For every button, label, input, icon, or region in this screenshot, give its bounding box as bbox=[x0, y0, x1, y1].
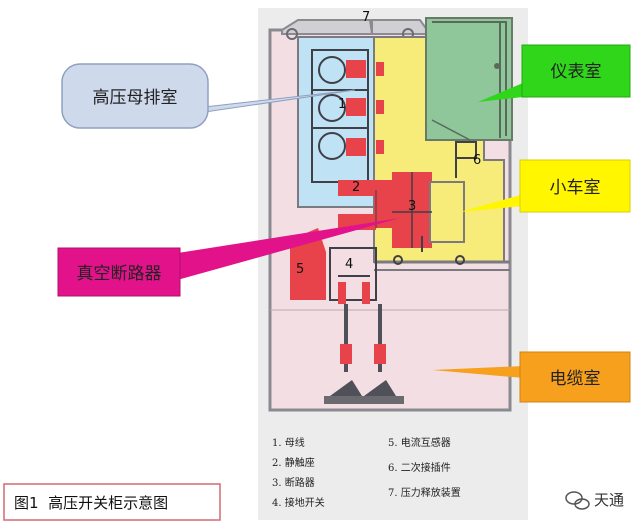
callout-trolley-room bbox=[519, 159, 631, 213]
callout-vacuum-breaker bbox=[57, 247, 181, 297]
legend-item-4: 4. 接地开关 bbox=[272, 496, 325, 509]
cable-clamp-left bbox=[330, 380, 362, 396]
callout-pointer-trolley bbox=[460, 194, 524, 212]
busbar-insulator-2 bbox=[318, 94, 346, 122]
legend-item-6: 6. 二次接插件 bbox=[388, 461, 451, 474]
callout-cable-room bbox=[519, 351, 631, 403]
callout-instrument-room bbox=[521, 44, 631, 98]
earthing-switch bbox=[329, 247, 377, 301]
lid-hinge-left bbox=[286, 28, 298, 40]
caption-box bbox=[3, 483, 221, 521]
callout-busbar-room-label: 高压母排室 bbox=[93, 88, 178, 108]
watermark-text: 天通 bbox=[594, 491, 624, 509]
busbar-2 bbox=[346, 98, 366, 116]
part-number-5: 5 bbox=[296, 262, 304, 277]
figure-caption: 图1 高压开关柜示意图 bbox=[14, 494, 168, 512]
legend-item-7: 7. 压力释放装置 bbox=[388, 486, 461, 499]
busbar-insulator-3 bbox=[318, 132, 346, 160]
legend-item-5: 5. 电流互感器 bbox=[388, 436, 451, 449]
legend-item-2: 2. 静触座 bbox=[272, 456, 315, 469]
busbar-insulator-1 bbox=[318, 56, 346, 84]
part-number-6: 6 bbox=[473, 153, 481, 168]
part-number-7: 7 bbox=[362, 10, 370, 25]
callout-pointer-breaker bbox=[165, 218, 400, 282]
busbar-1 bbox=[346, 60, 366, 78]
part-number-3: 3 bbox=[408, 199, 416, 214]
callout-vacuum-breaker-label: 真空断路器 bbox=[77, 264, 162, 284]
legend-item-3: 3. 断路器 bbox=[272, 476, 315, 489]
callout-pointer-instrument bbox=[478, 80, 532, 102]
wechat-icon bbox=[565, 491, 590, 510]
instrument-room-area bbox=[425, 17, 513, 141]
busbar-3 bbox=[346, 138, 366, 156]
pressure-relief-lid-right bbox=[371, 19, 432, 35]
secondary-connector bbox=[455, 141, 477, 159]
callout-instrument-room-label: 仪表室 bbox=[551, 62, 602, 82]
callout-cable-room-label: 电缆室 bbox=[550, 369, 601, 389]
cable-clamp-right bbox=[364, 380, 396, 396]
part-number-4: 4 bbox=[345, 257, 353, 272]
part-number-2: 2 bbox=[352, 180, 360, 195]
legend-item-1: 1. 母线 bbox=[272, 436, 305, 449]
part-number-1a: 1 bbox=[338, 97, 346, 112]
callout-busbar-room bbox=[61, 63, 209, 129]
callout-trolley-room-label: 小车室 bbox=[550, 178, 601, 198]
legend: 1. 母线 2. 静触座 3. 断路器 4. 接地开关 5. 电流互感器 6. … bbox=[272, 436, 461, 509]
callout-pointer-cable bbox=[432, 366, 524, 378]
static-contact-upper bbox=[338, 180, 376, 196]
